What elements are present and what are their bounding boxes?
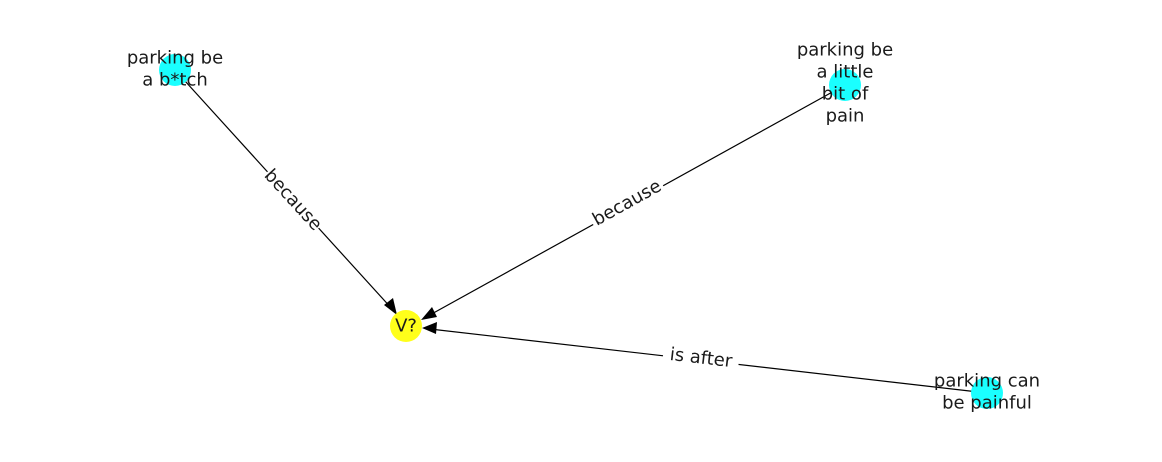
- node-source2: parking be a little bit of pain: [797, 40, 893, 127]
- node-target: V?: [390, 310, 422, 342]
- node-label-line: bit of: [822, 84, 869, 105]
- node-source1: parking be a b*tch: [127, 48, 223, 91]
- node-label-line: be painful: [942, 393, 1032, 414]
- node-label-line: pain: [826, 106, 865, 127]
- node-circle: [390, 310, 422, 342]
- edge-label-text: because: [589, 176, 665, 231]
- arrowhead-icon: [422, 322, 437, 334]
- edge-label-text: is after: [669, 344, 734, 372]
- node-label-line: parking can: [934, 371, 1040, 392]
- node-label: V?: [395, 316, 417, 337]
- node-label-line: parking be: [797, 40, 893, 61]
- node-circle: [829, 69, 861, 101]
- node-label-line: a b*tch: [142, 70, 208, 91]
- node-circle: [971, 377, 1003, 409]
- arrowhead-icon: [421, 307, 437, 320]
- node-label-line: parking be: [127, 48, 223, 69]
- edge-label-text: because: [260, 165, 326, 235]
- edge-label-because-1: because: [258, 163, 328, 237]
- edge-label-is-after: is after: [661, 341, 741, 375]
- arrowhead-icon: [384, 298, 397, 315]
- edge-label-because-2: because: [586, 173, 668, 233]
- node-label-line: a little: [817, 62, 874, 83]
- node-source3: parking can be painful: [934, 371, 1040, 414]
- node-circle: [159, 54, 191, 86]
